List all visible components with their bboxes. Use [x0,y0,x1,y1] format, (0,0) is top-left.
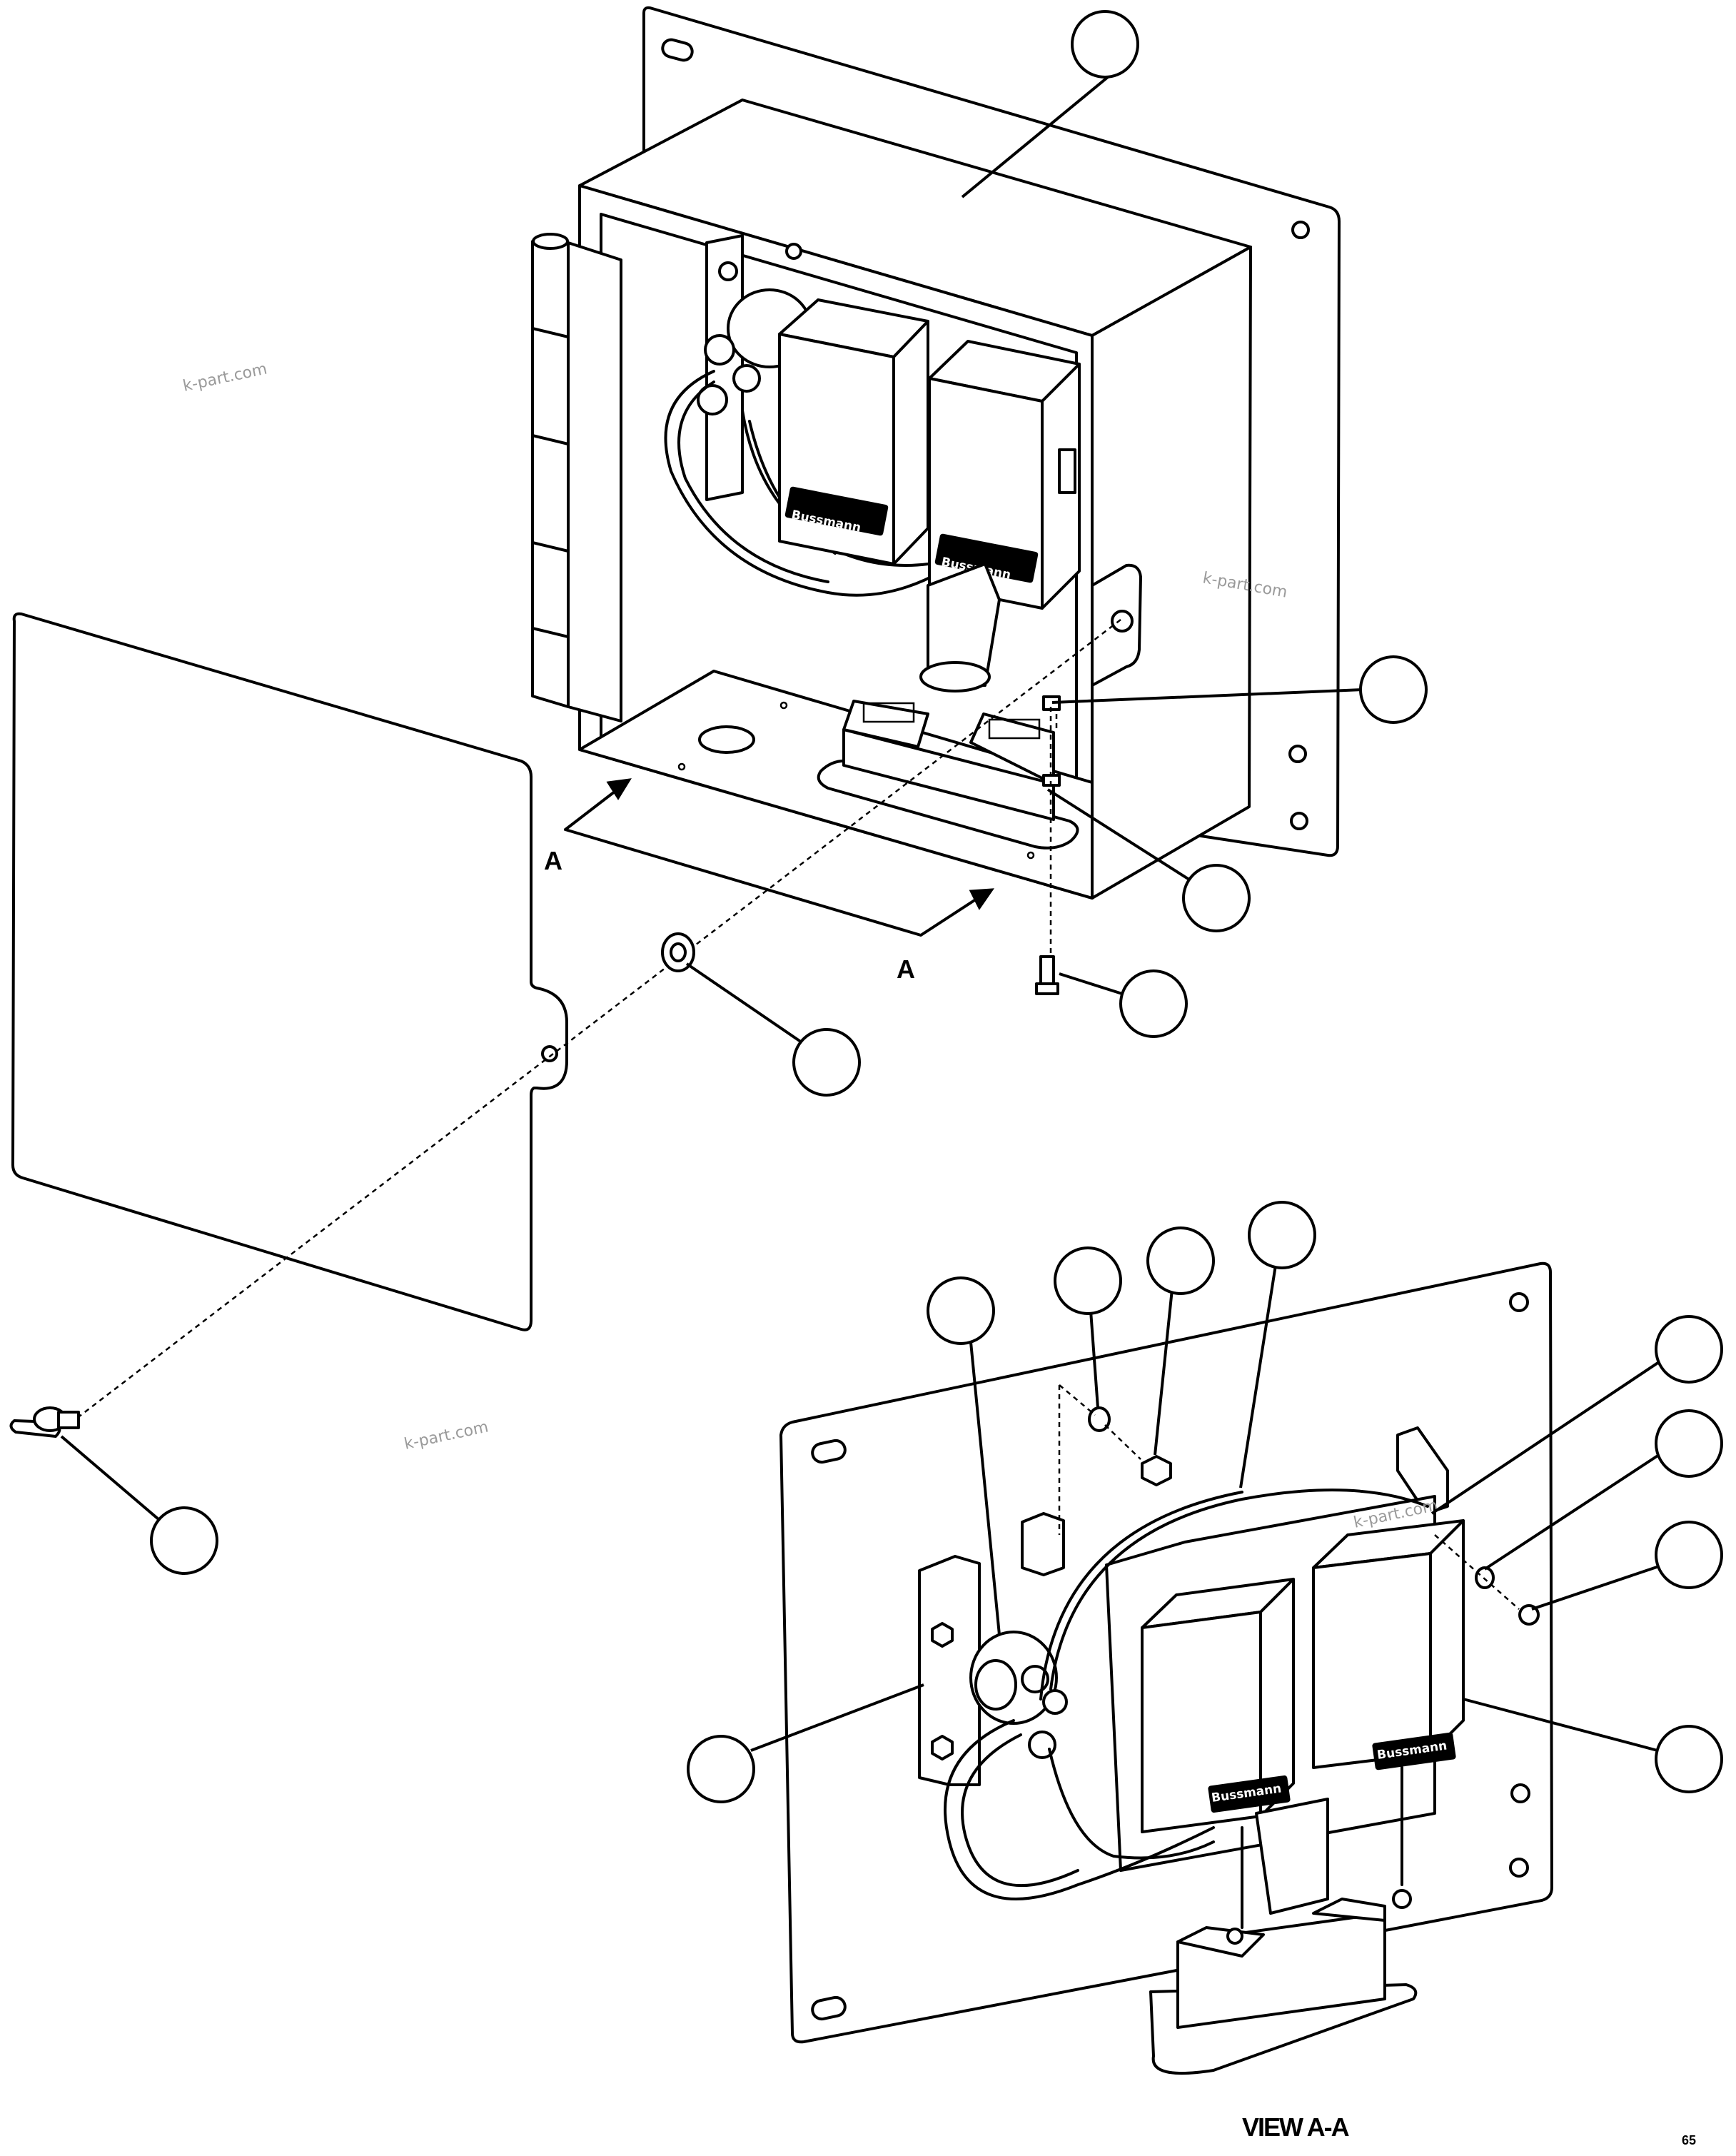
view-plate-slot [811,1995,847,2021]
bottom-hole [698,725,755,754]
lock-washer [1088,1406,1111,1432]
connector-view [1149,1898,1418,2075]
watermark: k-part.com [403,1419,490,1454]
conduit-view [1255,1798,1329,1915]
section-arrows [564,778,995,937]
wire-harness-view [1049,1488,1429,1691]
callout-bubble [1182,864,1251,932]
fuse-holder-top-left: Bussmann [778,298,929,565]
door-cover-panel [11,612,568,1331]
connector-top [817,700,1079,850]
plate-hole [1290,812,1308,830]
callout-bubble [792,1028,861,1097]
wire-harness-top [664,370,944,597]
door-hole [541,1045,558,1062]
view-plate-slot [811,1439,847,1464]
machine-screw [1518,1604,1540,1626]
view-plate-hole [1509,1292,1529,1312]
fuse-mounting-bracket [1396,1426,1449,1515]
top-assembly: Bussmann Bussmann [531,6,1341,995]
callout-bubble [1655,1409,1723,1478]
plate-hole [1291,221,1310,239]
callout-bubble [1655,1315,1723,1384]
fuse-holder-view-right: Bussmann [1312,1519,1465,1770]
callout-bubble [687,1735,755,1803]
relay-solenoid-view [969,1631,1068,1759]
callout-bubble [927,1276,995,1345]
callout-bubble [1054,1246,1122,1315]
section-mark-left: A [544,846,562,875]
relay-mounting-bracket [918,1555,981,1786]
fuse-holder-top-right: Bussmann [928,340,1081,610]
quarter-turn-fastener [9,1406,80,1438]
bracket-hole [1111,610,1134,633]
door-hinge [531,233,622,722]
fuse-holder-view-left: Bussmann [1141,1578,1295,1833]
view-label: VIEW A-A [1242,2112,1350,2142]
pan-head-screw [1035,955,1059,995]
callout-bubble [1655,1521,1723,1589]
callout-bubble [1119,969,1188,1038]
figure-code: 65 [1682,2133,1696,2147]
plate-slot-top [661,38,694,62]
plate-hole [1288,745,1307,763]
grommet-washer [661,932,695,972]
view-a-a-assembly: Bussmann Bussmann [779,1261,1553,2075]
callout-bubbles [60,10,1723,1803]
callout-bubble [1146,1226,1215,1295]
callout-bubble [1655,1725,1723,1793]
callout-bubble [1248,1201,1316,1269]
section-mark-right: A [897,954,915,984]
callout-bubble [1359,655,1428,724]
assembly-line [64,619,1121,1429]
watermark: k-part.com [181,361,268,396]
callout-bubble [1071,10,1139,79]
callout-bubble [150,1506,218,1575]
hex-nut [1141,1455,1172,1486]
